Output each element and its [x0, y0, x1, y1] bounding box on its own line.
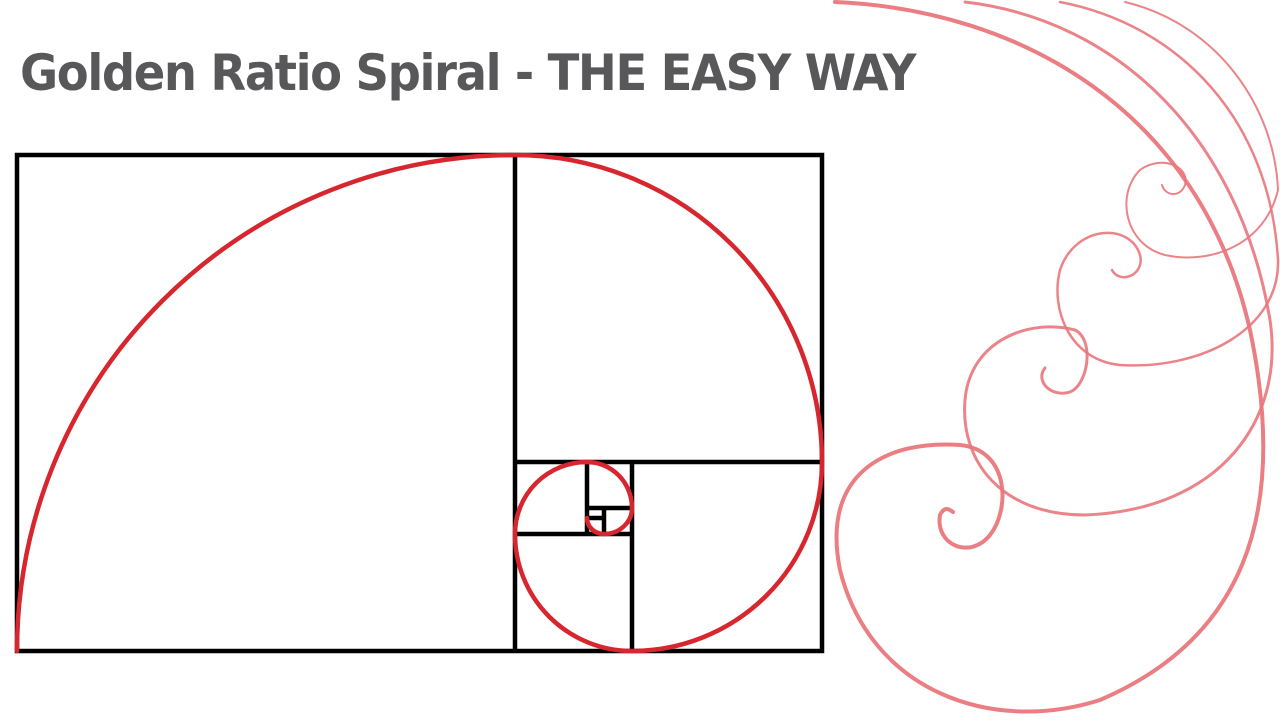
golden-rectangle-grid [14, 152, 825, 654]
decorative-arc-4 [1124, 1, 1280, 259]
golden-spiral [14, 152, 825, 654]
decorative-arc-1 [833, 0, 1266, 714]
outer-rectangle [14, 152, 825, 654]
decorative-arc-2 [963, 0, 1274, 517]
decorative-arc-3 [1056, 0, 1280, 367]
decorative-spirals [833, 0, 1280, 714]
page-title: Golden Ratio Spiral - THE EASY WAY [20, 44, 916, 102]
